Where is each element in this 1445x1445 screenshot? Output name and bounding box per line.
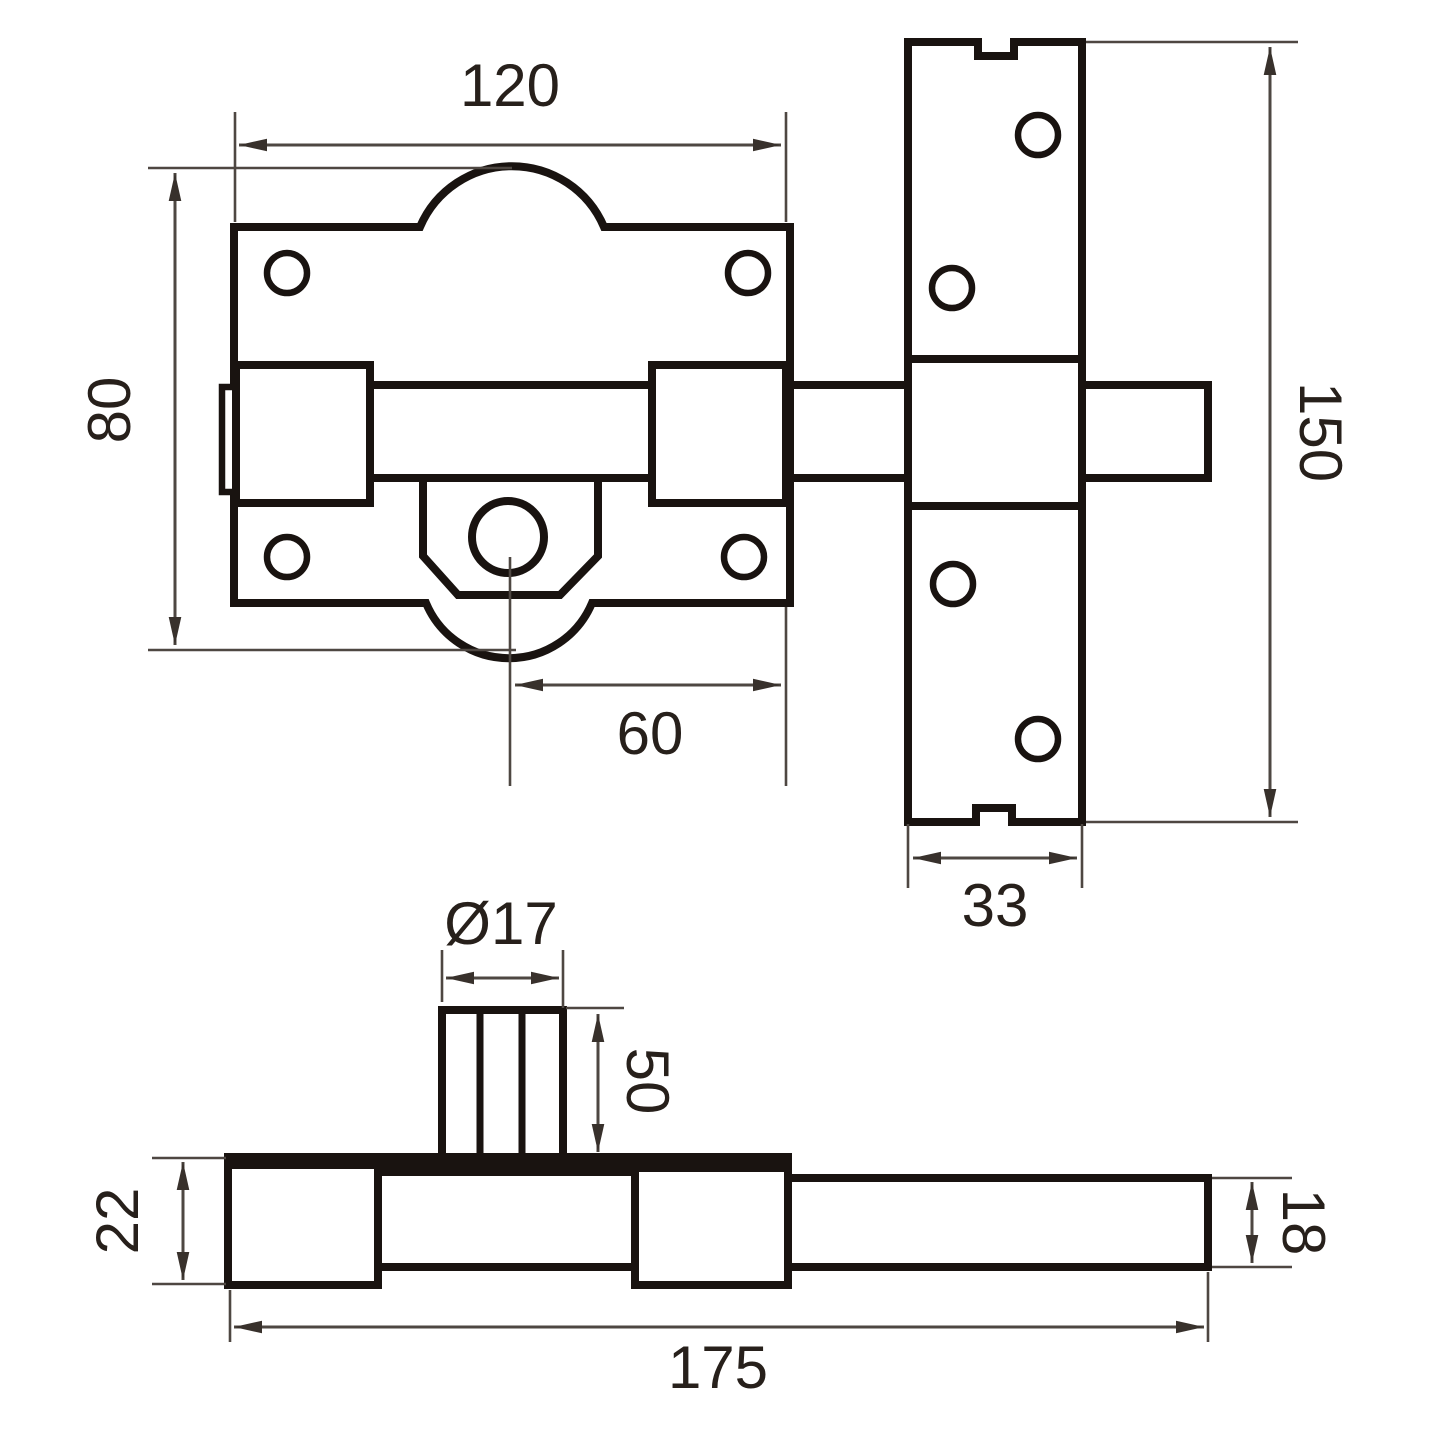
dimension-label: Ø17 bbox=[444, 890, 557, 957]
side-view bbox=[224, 1006, 1212, 1289]
strike-plate-outline bbox=[904, 38, 1086, 826]
screw-hole bbox=[720, 533, 768, 581]
dimension-label: 22 bbox=[84, 1188, 151, 1255]
dimension-cylinder-offset: 60 bbox=[508, 557, 788, 786]
side-bolt-bar bbox=[374, 1168, 639, 1271]
dimension-label: 18 bbox=[1270, 1189, 1337, 1256]
cylinder bbox=[468, 497, 548, 577]
screw-hole bbox=[263, 249, 311, 297]
dimension-knob-diameter: Ø17 bbox=[440, 890, 565, 1008]
dimension-label: 60 bbox=[617, 700, 684, 767]
dimension-rod-diameter: 18 bbox=[1212, 1176, 1337, 1269]
side-bolt-rod bbox=[784, 1174, 1212, 1271]
dimension-label: 175 bbox=[668, 1334, 768, 1401]
front-view bbox=[218, 162, 906, 663]
dimension-label: 33 bbox=[962, 872, 1029, 939]
screw-hole bbox=[929, 560, 977, 608]
dimension-front-height: 80 bbox=[76, 166, 516, 652]
dimension-label: 120 bbox=[460, 52, 560, 119]
screw-hole bbox=[724, 249, 772, 297]
side-right-block bbox=[631, 1164, 792, 1289]
dimension-total-length: 175 bbox=[228, 1272, 1210, 1401]
bolt-left-guide bbox=[232, 361, 374, 507]
screw-hole bbox=[1014, 715, 1062, 763]
bolt-rod-end bbox=[1078, 381, 1212, 482]
dimensions: 120 80 60 150 33 bbox=[76, 40, 1354, 1401]
side-left-block bbox=[224, 1153, 382, 1289]
bolt-bar bbox=[366, 381, 656, 482]
dimension-knob-height: 50 bbox=[566, 1006, 681, 1152]
knurled-knob bbox=[438, 1006, 567, 1161]
screw-hole bbox=[928, 264, 976, 312]
bolt-right-guide bbox=[648, 361, 790, 507]
dimension-body-height: 22 bbox=[84, 1156, 226, 1286]
screw-hole bbox=[263, 533, 311, 581]
dimension-label: 150 bbox=[1287, 382, 1354, 482]
dimension-label: 50 bbox=[614, 1048, 681, 1115]
dimension-strike-height: 150 bbox=[1086, 40, 1354, 824]
dimension-strike-width: 33 bbox=[906, 824, 1084, 939]
strike-plate-view bbox=[904, 38, 1212, 826]
dimension-label: 80 bbox=[76, 377, 143, 444]
screw-hole bbox=[1014, 111, 1062, 159]
